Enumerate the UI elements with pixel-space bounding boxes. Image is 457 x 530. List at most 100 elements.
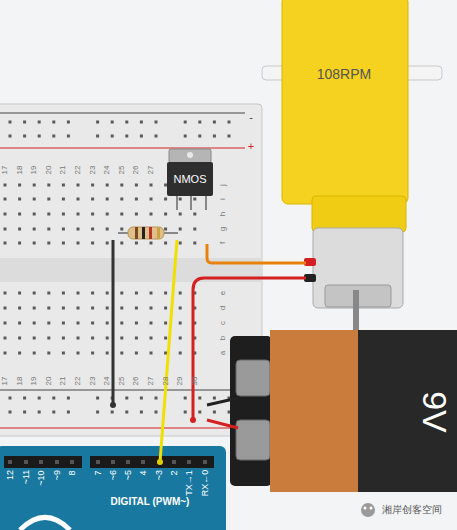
breadboard-hole: [47, 242, 50, 245]
breadboard: [0, 104, 262, 436]
breadboard-hole: [120, 322, 123, 325]
breadboard-hole: [179, 198, 182, 201]
breadboard-hole: [150, 307, 153, 310]
breadboard-hole: [96, 411, 99, 414]
breadboard-hole: [120, 337, 123, 340]
header-pin: [70, 460, 74, 464]
breadboard-hole: [4, 228, 7, 231]
column-letter: j: [219, 184, 227, 186]
breadboard-hole: [193, 198, 196, 201]
row-number: 22: [74, 166, 82, 175]
pin-label: 2: [170, 470, 179, 475]
gear-box-base: [312, 196, 406, 232]
breadboard-hole: [179, 322, 182, 325]
pin-label: 8: [68, 470, 77, 475]
pin-label: 7: [94, 470, 103, 475]
breadboard-hole: [91, 184, 94, 187]
row-number: 26: [132, 166, 140, 175]
row-number: 23: [89, 377, 97, 386]
breadboard-hole: [91, 337, 94, 340]
breadboard-hole: [47, 228, 50, 231]
row-number: 25: [118, 166, 126, 175]
battery-clip: [230, 336, 272, 486]
mosfet-tab: [169, 149, 211, 163]
breadboard-hole: [91, 292, 94, 295]
breadboard-hole: [9, 121, 12, 124]
orange-wire: [207, 244, 306, 263]
watermark-icon: [370, 507, 373, 510]
breadboard-hole: [23, 397, 26, 400]
column-letter: a: [219, 351, 227, 355]
column-letter: c: [219, 321, 227, 325]
rail-plus-line: [0, 428, 245, 429]
breadboard-hole: [62, 292, 65, 295]
breadboard-hole: [33, 292, 36, 295]
header-pin: [203, 460, 207, 464]
breadboard-hole: [106, 184, 109, 187]
breadboard-hole: [4, 307, 7, 310]
breadboard-hole: [135, 198, 138, 201]
breadboard-hole: [125, 411, 128, 414]
breadboard-hole: [228, 135, 231, 138]
breadboard-hole: [77, 213, 80, 216]
breadboard-hole: [111, 135, 114, 138]
breadboard-hole: [91, 352, 94, 355]
breadboard-hole: [179, 213, 182, 216]
breadboard-hole: [135, 213, 138, 216]
breadboard-hole: [9, 411, 12, 414]
breadboard-hole: [4, 242, 7, 245]
breadboard-hole: [213, 397, 216, 400]
breadboard-hole: [33, 337, 36, 340]
breadboard-hole: [193, 228, 196, 231]
breadboard-hole: [77, 184, 80, 187]
breadboard-hole: [77, 292, 80, 295]
breadboard-hole: [33, 228, 36, 231]
breadboard-hole: [228, 121, 231, 124]
header-pin: [126, 460, 130, 464]
breadboard-hole: [135, 292, 138, 295]
mosfet-body: [167, 162, 213, 196]
column-letter: e: [219, 291, 227, 295]
breadboard-hole: [4, 198, 7, 201]
mosfet-label: NMOS: [174, 174, 207, 185]
column-letter: d: [219, 306, 227, 310]
breadboard-hole: [125, 397, 128, 400]
breadboard-hole: [33, 307, 36, 310]
breadboard-hole: [62, 322, 65, 325]
breadboard-hole: [62, 352, 65, 355]
breadboard-hole: [38, 397, 41, 400]
breadboard-hole: [135, 307, 138, 310]
breadboard-hole: [140, 121, 143, 124]
battery-node: 9V: [270, 330, 457, 492]
mosfet-leg: [176, 194, 178, 210]
header-pin: [24, 460, 28, 464]
pin-header: [90, 456, 214, 468]
breadboard-hole: [67, 121, 70, 124]
breadboard-hole: [150, 242, 153, 245]
motor-node: 108RPM: [300, 62, 388, 86]
breadboard-hole: [47, 322, 50, 325]
battery-lead: [207, 420, 238, 428]
breadboard-hole: [18, 242, 21, 245]
breadboard-hole: [96, 121, 99, 124]
breadboard-hole: [62, 198, 65, 201]
header-pin: [55, 460, 59, 464]
breadboard-hole: [52, 135, 55, 138]
breadboard-hole: [179, 292, 182, 295]
wire-end: [110, 402, 116, 408]
breadboard-hole: [164, 198, 167, 201]
breadboard-hole: [155, 397, 158, 400]
breadboard-hole: [62, 184, 65, 187]
breadboard-hole: [106, 292, 109, 295]
row-number: 22: [74, 377, 82, 386]
breadboard-hole: [18, 213, 21, 216]
battery-label-band: [270, 330, 360, 492]
breadboard-hole: [213, 121, 216, 124]
breadboard-hole: [150, 198, 153, 201]
breadboard-hole: [120, 242, 123, 245]
red-wire: [193, 278, 306, 420]
breadboard-hole: [52, 121, 55, 124]
breadboard-hole: [135, 337, 138, 340]
breadboard-hole: [164, 307, 167, 310]
